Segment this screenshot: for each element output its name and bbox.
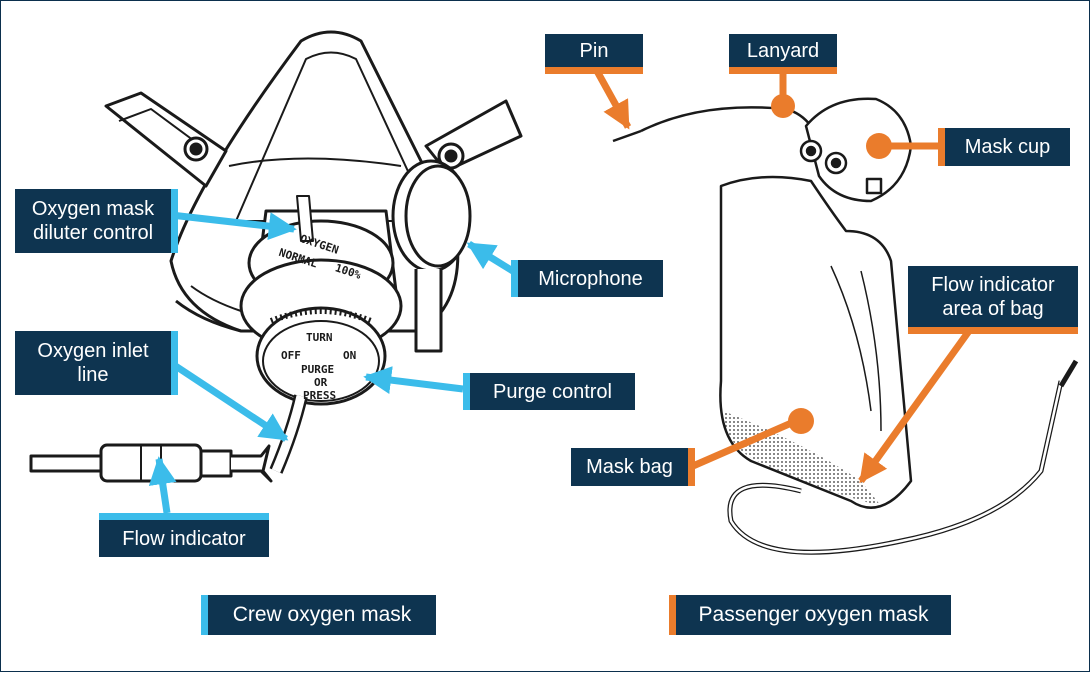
regulator-on-text: ON [343, 349, 356, 362]
arrow-microphone [466, 241, 518, 276]
caption-crew-mask: Crew oxygen mask [201, 595, 436, 635]
caption-passenger-mask: Passenger oxygen mask [669, 595, 951, 635]
arrow-inlet [169, 360, 289, 442]
label-diluter-control: Oxygen mask diluter control [15, 189, 178, 253]
passenger-dots [771, 94, 892, 434]
label-lanyard: Lanyard [729, 34, 837, 74]
label-pin-text: Pin [579, 39, 609, 62]
regulator-off-text: OFF [281, 349, 301, 362]
arrow-purge [363, 366, 464, 394]
crew-mask-drawing [29, 30, 523, 483]
arrow-pin [593, 69, 632, 130]
label-oxygen-inlet: Oxygen inlet line [15, 331, 178, 395]
regulator-turn-text: TURN [306, 331, 333, 344]
label-purge-text: Purge control [493, 380, 612, 403]
arrow-flow-indicator [148, 456, 177, 514]
crew-arrows [148, 211, 518, 514]
regulator-purge-text: PURGE [301, 363, 334, 376]
regulator-markings: OXYGEN NORMAL 100% TURN OFF ON PURGE OR … [277, 232, 363, 402]
label-mask-cup-text: Mask cup [964, 136, 1051, 158]
caption-crew-text: Crew oxygen mask [232, 603, 412, 626]
arrow-flow-area [858, 328, 972, 484]
label-mask-bag: Mask bag [571, 448, 695, 486]
arrow-diluter [170, 211, 297, 241]
label-diluter-text: Oxygen mask diluter control [31, 198, 155, 244]
label-flow-indicator-area: Flow indicator area of bag [908, 266, 1078, 334]
dot-mask-cup [866, 133, 892, 159]
label-flow-indicator: Flow indicator [99, 513, 269, 557]
regulator-press-text: PRESS [303, 389, 336, 402]
dot-lanyard [771, 94, 795, 118]
label-pin: Pin [545, 34, 643, 74]
label-inlet-text: Oxygen inlet line [37, 340, 149, 386]
label-lanyard-text: Lanyard [746, 39, 820, 62]
dot-mask-bag [788, 408, 814, 434]
label-mask-bag-text: Mask bag [586, 456, 673, 478]
label-microphone: Microphone [511, 260, 663, 297]
caption-passenger-text: Passenger oxygen mask [698, 603, 929, 626]
label-flow-text: Flow indicator [122, 527, 246, 550]
label-mask-cup: Mask cup [938, 128, 1070, 166]
arrow-mask-bag [691, 417, 798, 470]
label-microphone-text: Microphone [538, 267, 643, 290]
label-flow-area-text: Flow indicator area of bag [931, 273, 1055, 320]
label-purge-control: Purge control [463, 373, 635, 410]
regulator-or-text: OR [314, 376, 328, 389]
